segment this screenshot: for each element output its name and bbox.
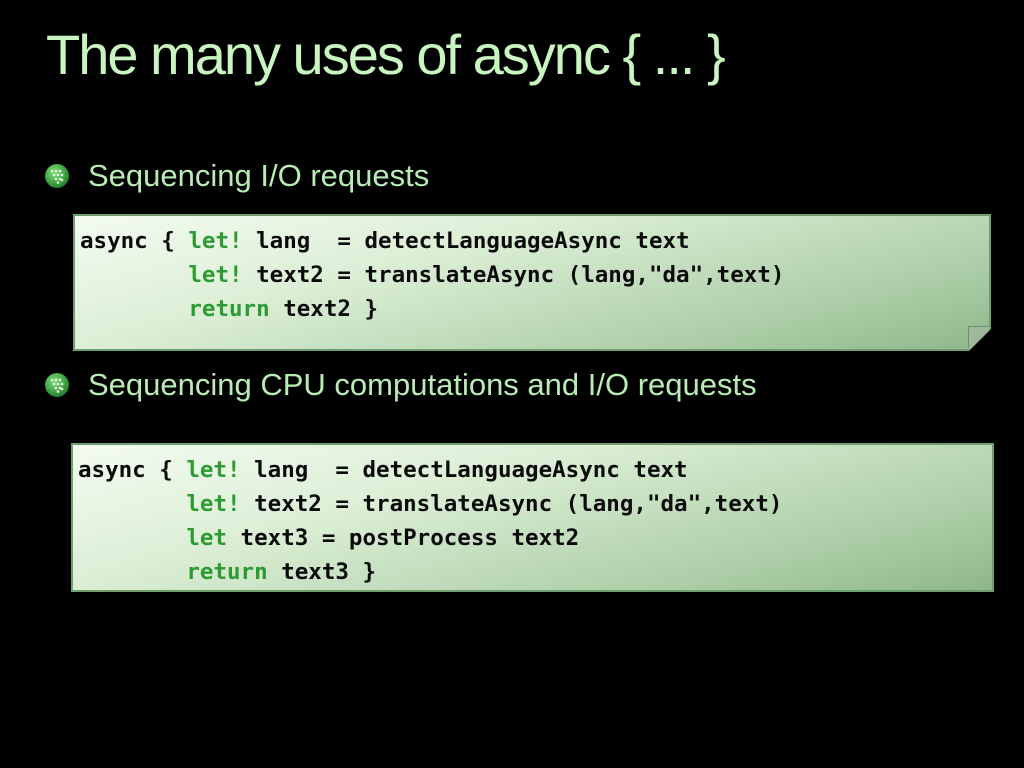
keyword: return (188, 296, 270, 322)
bullet-arrow-icon (45, 164, 69, 188)
bullet-text: Sequencing I/O requests (88, 158, 430, 193)
code-line: let text3 = postProcess text2 (186, 525, 580, 551)
code-line: return text2 } (188, 296, 379, 322)
code-line: let! text2 = translateAsync (lang,"da",t… (186, 491, 783, 517)
keyword: let! (186, 491, 241, 517)
code-block: async { let! lang = detectLanguageAsync … (73, 214, 991, 351)
code-block: async { let! lang = detectLanguageAsync … (71, 443, 994, 592)
keyword: let! (188, 228, 243, 254)
bullet-item: Sequencing I/O requests (44, 158, 429, 194)
bullet-arrow-icon (45, 373, 69, 397)
code-line: async { let! lang = detectLanguageAsync … (78, 457, 688, 483)
keyword: let! (186, 457, 241, 483)
keyword: let! (188, 262, 243, 288)
bullet-item: Sequencing CPU computations and I/O requ… (44, 367, 757, 403)
slide-title: The many uses of async { ... } (46, 23, 726, 86)
bullet-text: Sequencing CPU computations and I/O requ… (88, 367, 757, 402)
code-line: let! text2 = translateAsync (lang,"da",t… (188, 262, 785, 288)
code-line: return text3 } (186, 559, 377, 585)
keyword: let (186, 525, 228, 551)
keyword: return (186, 559, 268, 585)
code-line: async { let! lang = detectLanguageAsync … (80, 228, 690, 254)
page-fold-corner (969, 327, 991, 349)
